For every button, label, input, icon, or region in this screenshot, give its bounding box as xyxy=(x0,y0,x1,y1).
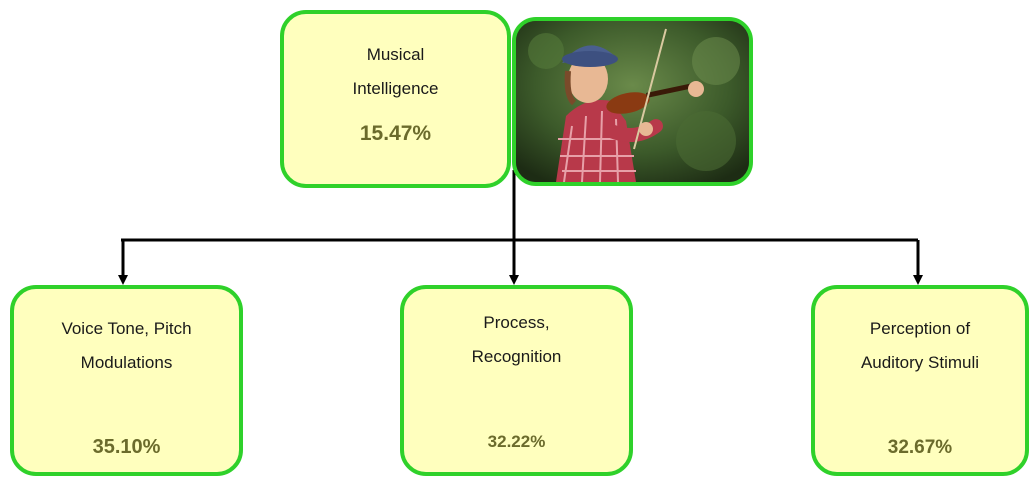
violinist-photo xyxy=(512,17,753,186)
root-label-line2: Intelligence xyxy=(352,79,439,98)
child-node-process-recognition: Process, Recognition 32.22% xyxy=(400,285,633,476)
child-percentage: 35.10% xyxy=(92,436,161,458)
child-label-line2: Recognition xyxy=(471,347,562,366)
child-node-perception-auditory: Perception of Auditory Stimuli 32.67% xyxy=(811,285,1029,476)
child-label-line1: Perception of xyxy=(869,319,971,338)
girl-playing-violin-image xyxy=(516,21,749,182)
child-label-line2: Modulations xyxy=(80,353,173,372)
root-percentage: 15.47% xyxy=(359,122,432,145)
child-label-line2: Auditory Stimuli xyxy=(860,353,980,372)
child-label-line1: Process, xyxy=(483,313,550,332)
root-label-line1: Musical xyxy=(366,45,425,64)
child-percentage: 32.22% xyxy=(487,432,546,451)
child-node-voice-tone: Voice Tone, Pitch Modulations 35.10% xyxy=(10,285,243,476)
child-label-line1: Voice Tone, Pitch xyxy=(61,319,192,338)
root-node-musical-intelligence: Musical Intelligence 15.47% xyxy=(280,10,511,188)
child-percentage: 32.67% xyxy=(887,437,953,458)
